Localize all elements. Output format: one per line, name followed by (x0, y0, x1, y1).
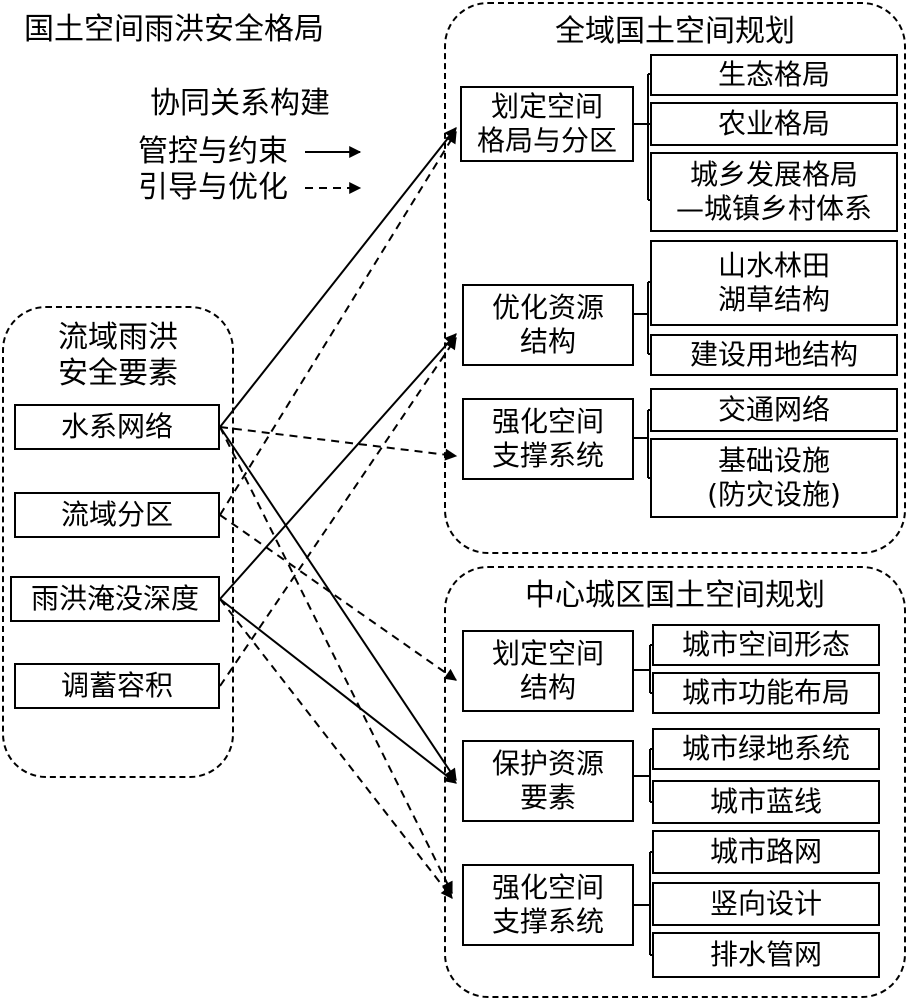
element-box-yuhong: 雨洪淹没深度 (10, 576, 220, 622)
item-label: 城市功能布局 (681, 676, 850, 709)
legend-heading: 协同关系构建 (150, 86, 330, 121)
section-label-line1: 划定空间 (490, 90, 603, 123)
item-label: 城市空间形态 (681, 628, 850, 661)
top-item-box-2-2: 建设用地结构 (650, 334, 898, 376)
arrow-shuixi-to-qianghua-top (219, 426, 458, 461)
bottom-group-title: 中心城区国土空间规划 (525, 578, 825, 613)
item-label: 交通网络 (717, 393, 830, 426)
top-group-title: 全域国土空间规划 (555, 14, 795, 49)
top-item-box-1-3: 城乡发展格局—城镇乡村体系 (650, 152, 898, 232)
bottom-section-box-2: 保护资源要素 (462, 740, 634, 822)
bottom-item-box-1-1: 城市空间形态 (652, 624, 880, 666)
bracket-top-3 (634, 409, 650, 479)
top-item-box-3-2: 基础设施(防灾设施) (650, 438, 898, 518)
section-label-line2: 支撑系统 (491, 439, 604, 472)
arrow-shuixi-to-qianghua-bottom (219, 426, 453, 895)
element-label: 调蓄容积 (60, 669, 173, 702)
top-item-box-3-1: 交通网络 (650, 388, 898, 432)
bottom-section-box-3: 强化空间支撑系统 (462, 864, 634, 946)
item-label: 竖向设计 (709, 887, 822, 920)
bottom-item-box-3-3: 排水管网 (652, 932, 880, 978)
arrow-liuyu-to-huading-bottom (219, 514, 457, 681)
arrow-shuixi-to-baohu (219, 426, 457, 781)
element-label: 水系网络 (60, 410, 173, 443)
item-label: 城市路网 (709, 835, 822, 868)
section-label-line2: 格局与分区 (476, 124, 617, 157)
arrow-liuyu-to-huading-top (219, 130, 457, 516)
bottom-item-box-3-1: 城市路网 (652, 830, 880, 874)
section-label-line1: 保护资源 (491, 747, 604, 780)
section-label-line1: 优化资源 (491, 291, 604, 324)
section-label-line1: 划定空间 (491, 637, 604, 670)
item-label: 农业格局 (717, 107, 830, 140)
bracket-bottom-2 (634, 748, 652, 803)
arrow-tiaoxu-to-youhua (219, 337, 457, 687)
item-label: 生态格局 (717, 58, 830, 91)
item-label-line2: (防灾设施) (707, 478, 841, 511)
arrow-shuixi-to-huading-top (219, 127, 457, 428)
arrow-yuhong-to-qianghua-bottom (219, 598, 453, 899)
bottom-section-box-1: 划定空间结构 (462, 630, 634, 712)
item-label: 建设用地结构 (689, 338, 858, 371)
bracket-bottom-1 (634, 644, 652, 694)
bracket-bottom-3 (634, 851, 652, 956)
section-label-line2: 要素 (519, 781, 576, 814)
left-group-frame (2, 306, 234, 778)
legend-solid-label: 管控与约束 (138, 134, 288, 169)
top-group-frame (444, 2, 906, 554)
top-item-box-1-1: 生态格局 (650, 54, 898, 96)
top-item-box-2-1: 山水林田湖草结构 (650, 240, 898, 326)
section-label-line1: 强化空间 (491, 871, 604, 904)
item-label-line2: —城镇乡村体系 (675, 192, 872, 225)
diagram-title: 国土空间雨洪安全格局 (24, 12, 324, 47)
item-label-line1: 城乡发展格局 (689, 158, 858, 191)
legend-dashed-label: 引导与优化 (138, 170, 288, 205)
item-label: 排水管网 (709, 938, 822, 971)
top-item-box-1-2: 农业格局 (650, 102, 898, 146)
section-label-line2: 结构 (519, 325, 576, 358)
arrow-yuhong-to-youhua (219, 333, 457, 600)
element-box-tiaoxu: 调蓄容积 (14, 663, 220, 709)
bottom-item-box-3-2: 竖向设计 (652, 882, 880, 926)
bottom-item-box-2-1: 城市绿地系统 (652, 728, 880, 770)
bracket-top-1 (634, 73, 650, 201)
element-label: 流域分区 (60, 498, 173, 531)
item-label: 城市蓝线 (709, 785, 822, 818)
arrow-yuhong-to-baohu (219, 598, 457, 784)
element-box-shuixi: 水系网络 (14, 404, 220, 450)
item-label: 城市绿地系统 (681, 732, 850, 765)
element-label: 雨洪淹没深度 (30, 582, 199, 615)
element-box-liuyu: 流域分区 (14, 492, 220, 538)
item-label-line1: 山水林田 (717, 249, 830, 282)
left-group-title-line2: 安全要素 (58, 356, 178, 391)
section-label-line2: 支撑系统 (491, 905, 604, 938)
bottom-item-box-1-2: 城市功能布局 (652, 672, 880, 714)
item-label-line1: 基础设施 (717, 444, 830, 477)
top-section-box-1: 划定空间格局与分区 (460, 86, 634, 162)
item-label-line2: 湖草结构 (717, 283, 830, 316)
bracket-top-2 (634, 281, 650, 355)
top-section-box-2: 优化资源结构 (462, 284, 634, 366)
top-section-box-3: 强化空间支撑系统 (462, 398, 634, 480)
bottom-item-box-2-2: 城市蓝线 (652, 780, 880, 824)
section-label-line1: 强化空间 (491, 405, 604, 438)
bottom-group-frame (444, 566, 906, 998)
section-label-line2: 结构 (519, 671, 576, 704)
left-group-title-line1: 流域雨洪 (58, 320, 178, 355)
